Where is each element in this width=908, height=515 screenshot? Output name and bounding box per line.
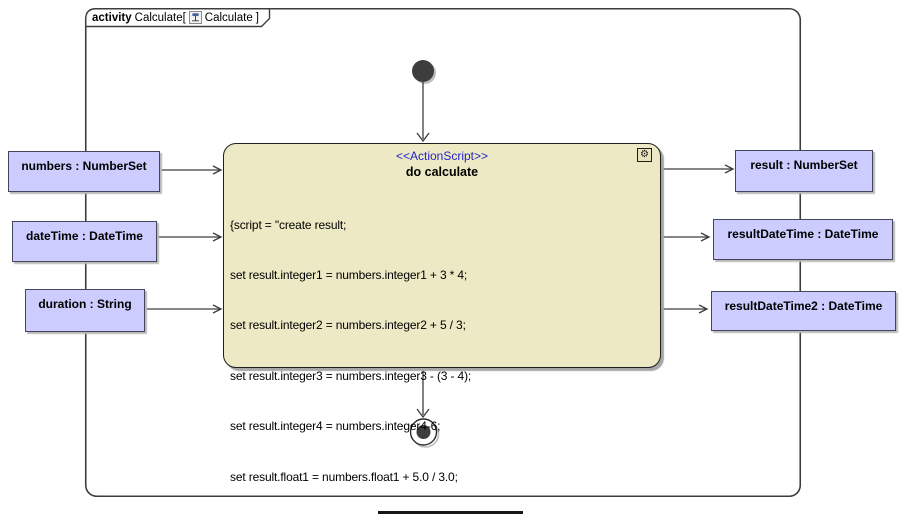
edge-numbers-to-action[interactable]: [160, 165, 223, 175]
edge-initial-to-action[interactable]: [416, 82, 430, 143]
frame-name: Calculate[: [134, 11, 186, 24]
script-line: set result.integer3 = numbers.integer3 -…: [230, 368, 472, 383]
frame-bracket-close: ]: [255, 11, 259, 24]
parameter-label: duration : String: [38, 297, 132, 311]
script-line: set result.float1 = numbers.float1 + 5.0…: [230, 469, 458, 484]
edge-action-to-result[interactable]: [663, 164, 735, 174]
action-stereotype: <<ActionScript>>: [395, 149, 489, 163]
window-edge-artifact: [378, 511, 523, 514]
edge-datetime-to-action[interactable]: [157, 232, 223, 242]
script-line: set result.integer1 = numbers.integer1 +…: [230, 267, 468, 282]
parameter-label: numbers : NumberSet: [21, 159, 147, 173]
parameter-node-resultdatetime2[interactable]: resultDateTime2 : DateTime: [711, 291, 896, 331]
parameter-label: resultDateTime : DateTime: [727, 227, 879, 241]
gear-icon: ⚙: [637, 148, 652, 162]
initial-node[interactable]: [412, 60, 434, 82]
parameter-label: resultDateTime2 : DateTime: [724, 299, 883, 313]
script-line: {script = "create result;: [230, 217, 347, 232]
parameter-node-result[interactable]: result : NumberSet: [735, 150, 873, 192]
edge-action-to-resultdatetime[interactable]: [663, 232, 711, 242]
frame-ref-name: Calculate: [204, 11, 253, 24]
parameter-node-numbers[interactable]: numbers : NumberSet: [8, 151, 160, 192]
script-line: set result.integer2 = numbers.integer2 +…: [230, 318, 466, 333]
parameter-label: dateTime : DateTime: [26, 229, 143, 243]
action-node-do-calculate[interactable]: ⚙ <<ActionScript>> do calculate {script …: [223, 143, 661, 484]
frame-title-tab[interactable]: [85, 8, 271, 28]
final-node[interactable]: [409, 418, 440, 448]
edge-action-to-resultdatetime2[interactable]: [663, 304, 709, 314]
parameter-label: result : NumberSet: [750, 158, 858, 172]
script-line: set result.integer4 = numbers.integer4-6…: [230, 419, 441, 434]
parameter-node-datetime[interactable]: dateTime : DateTime: [12, 221, 157, 262]
edge-duration-to-action[interactable]: [145, 304, 223, 314]
action-script-body: {script = "create result; set result.int…: [230, 183, 656, 515]
action-name: do calculate: [405, 165, 479, 179]
frame-keyword: activity: [92, 11, 132, 24]
parameter-node-resultdatetime[interactable]: resultDateTime : DateTime: [713, 219, 893, 260]
frame-title[interactable]: activity Calculate[ Calculate ]: [92, 10, 259, 25]
edge-action-to-final[interactable]: [416, 369, 430, 419]
parameter-node-duration[interactable]: duration : String: [25, 289, 145, 332]
activity-diagram-icon: [188, 11, 202, 24]
